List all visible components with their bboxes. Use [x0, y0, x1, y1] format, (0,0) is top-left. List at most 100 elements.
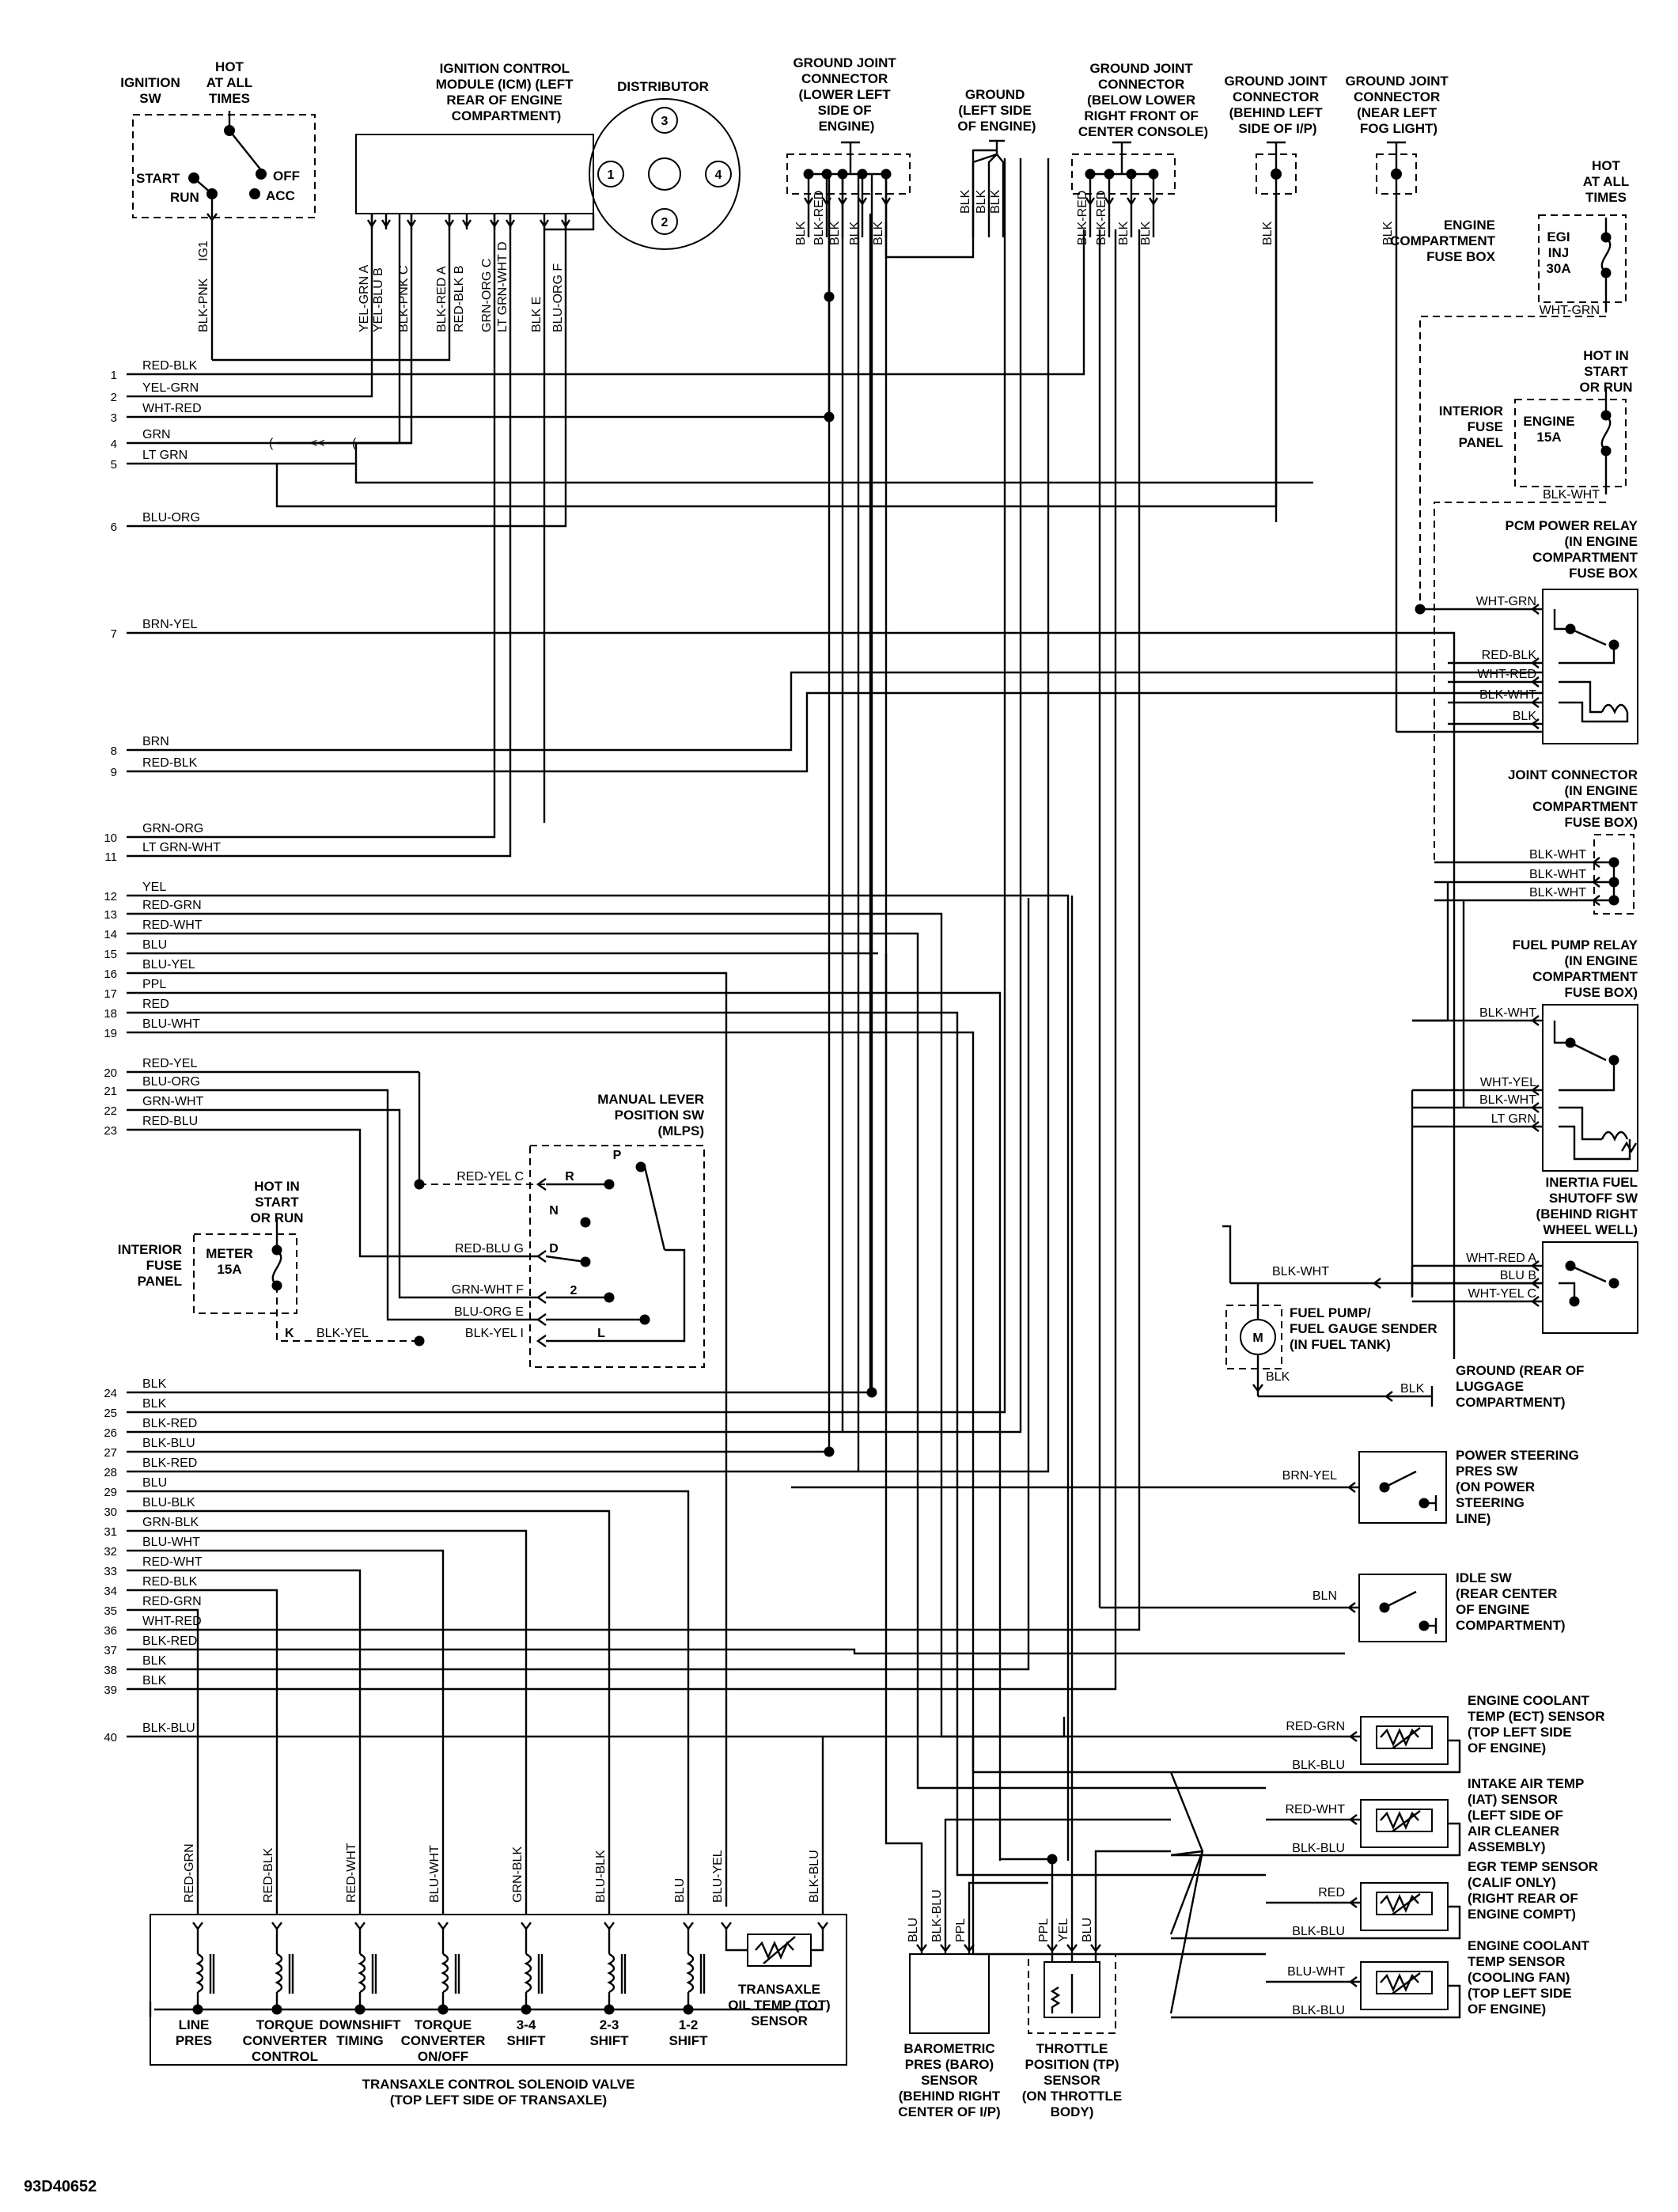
- ps-sw-title-line: (ON POWER: [1456, 1479, 1535, 1494]
- gj1-to-ground: [884, 149, 997, 259]
- fpr-wire-label: BLK-WHT: [1479, 1006, 1536, 1020]
- inertia-contact: [1608, 1278, 1619, 1289]
- fpr-wire-label: BLK-WHT: [1479, 1093, 1536, 1107]
- pin-wire-route: [127, 1011, 1266, 1877]
- engine-fuse-box-title-line: ENGINE: [1444, 218, 1495, 233]
- diagram-code: 93D40652: [24, 2178, 97, 2195]
- gj2-t2: CONNECTOR: [1098, 77, 1184, 92]
- iat-sensor-title-line: ASSEMBLY): [1468, 1839, 1546, 1854]
- pin-wire-label: RED-BLU: [142, 1115, 198, 1128]
- icm-connector: [406, 219, 417, 229]
- pcm-relay-arm: [1570, 627, 1607, 646]
- ign-pin-label: IG1: [197, 241, 210, 261]
- fp-gnd-connector: [1384, 1391, 1393, 1402]
- mlps-route-2: [127, 1128, 538, 1258]
- gj1-wire-label: BLK: [872, 221, 885, 245]
- pcm-relay-int: [1553, 609, 1570, 631]
- mlps-connector: [536, 1291, 547, 1304]
- connector-glyph: <<: [310, 437, 325, 450]
- pin-number: 9: [111, 766, 117, 779]
- inertia-int: [1559, 1282, 1576, 1301]
- fp-connector: [1373, 1278, 1381, 1289]
- pin-number: 24: [104, 1387, 117, 1400]
- pin-number: 34: [104, 1585, 117, 1598]
- ps-sw-title-line: POWER STEERING: [1456, 1448, 1579, 1463]
- egr-sensor-title: EGR TEMP SENSOR(CALIF ONLY)(RIGHT REAR O…: [1468, 1859, 1598, 1922]
- gl-title: GROUND (LEFT SIDE OF ENGINE): [957, 87, 1036, 134]
- pin-number: 19: [104, 1027, 117, 1040]
- jc-connector: [1592, 895, 1600, 906]
- pin-wire-label: RED-BLK: [142, 756, 198, 770]
- pin-wire-label: GRN-ORG: [142, 822, 203, 835]
- pin-wire-label: BRN-YEL: [142, 618, 197, 631]
- solenoid-coil: [441, 1953, 449, 1994]
- pin-wire-label: YEL: [142, 881, 166, 894]
- gj1-connector: [837, 197, 848, 206]
- icm-wire-label: GRN-ORG C: [480, 259, 494, 332]
- joint-connector-title-line: FUSE BOX): [1564, 815, 1638, 830]
- baro-title-line: CENTER OF I/P): [898, 2104, 1000, 2119]
- fp-out-label: BLK: [1266, 1370, 1290, 1384]
- icm-connector: [461, 219, 472, 229]
- gj2-wire-label: BLK-RED: [1095, 191, 1108, 245]
- dist-label-2: 2: [661, 216, 669, 229]
- pin-wire-label: BLK: [142, 1377, 167, 1391]
- iat-thermistor-zig: [1380, 1811, 1419, 1830]
- ign-off-label: OFF: [273, 169, 300, 184]
- solenoid-node: [437, 2004, 449, 2015]
- inertia-sw-title-line: (BEHIND RIGHT: [1536, 1206, 1638, 1222]
- fan-sensor-title-line: (TOP LEFT SIDE: [1468, 1986, 1572, 2001]
- ign-acc-terminal: [249, 188, 260, 199]
- pin-number: 28: [104, 1466, 117, 1479]
- fuel-pump-relay-box: [1542, 1004, 1638, 1172]
- fuel-pump-relay-title-line: COMPARTMENT: [1532, 969, 1638, 984]
- gl-wire-label: BLK: [959, 189, 972, 214]
- pin-wire-label: BLU-WHT: [142, 1536, 200, 1549]
- pin-wire-label: RED-WHT: [142, 919, 203, 932]
- pin-wire-label: WHT-RED: [142, 1615, 202, 1628]
- icm-connector: [489, 219, 500, 229]
- pin-wire-label: BLK-RED: [142, 1634, 197, 1648]
- pcm-relay-int: [1559, 701, 1629, 723]
- gj3-node: [1271, 169, 1282, 180]
- pin-number: 27: [104, 1446, 117, 1460]
- mlps-wire-label: GRN-WHT F: [452, 1283, 524, 1297]
- ign-hot-3: TIMES: [209, 91, 250, 106]
- lt-grn-ext: [354, 464, 1313, 484]
- egi-hot-label-line: TIMES: [1585, 190, 1627, 205]
- icm-wire-label: BLK-PNK C: [397, 266, 411, 332]
- solenoid-connector: [521, 1922, 532, 1930]
- fpr-wire-label: WHT-YEL: [1480, 1076, 1536, 1089]
- ect-ret-label: BLK-BLU: [1292, 1759, 1345, 1772]
- dist-term-4: [705, 161, 732, 187]
- eng15-fuse: [1600, 415, 1612, 452]
- solenoid-function-label-line: TIMING: [336, 2033, 384, 2048]
- solenoid-connector: [192, 1922, 203, 1930]
- engine-fuse-box-title-line: FUSE BOX: [1426, 249, 1496, 264]
- tp-title-line: (ON THROTTLE: [1022, 2089, 1123, 2104]
- solenoid-connector: [437, 1922, 449, 1930]
- ect-sensor-title-line: ENGINE COOLANT: [1468, 1693, 1590, 1708]
- baro-wire-label: PPL: [954, 1918, 968, 1942]
- pin-wire-label: RED: [142, 998, 169, 1011]
- solenoid-coil: [195, 1953, 204, 1994]
- solenoid-function-label-line: CONVERTER: [243, 2033, 328, 2048]
- baro-title-line: BAROMETRIC: [903, 2041, 994, 2056]
- tp-title-line: POSITION (TP): [1025, 2057, 1119, 2072]
- tp-route-1: [1000, 1858, 1054, 1915]
- tp-wire-label: BLU: [1081, 1918, 1094, 1942]
- pin-number: 31: [104, 1525, 117, 1539]
- tp-title-line: BODY): [1051, 2104, 1094, 2119]
- iat-thermistor: [1376, 1809, 1433, 1832]
- pcm-relay-box: [1542, 589, 1638, 744]
- icm-wire-label: RED-BLK B: [453, 266, 466, 332]
- tot-lead: [811, 1929, 824, 1952]
- egi-hot-label-line: HOT: [1592, 158, 1621, 173]
